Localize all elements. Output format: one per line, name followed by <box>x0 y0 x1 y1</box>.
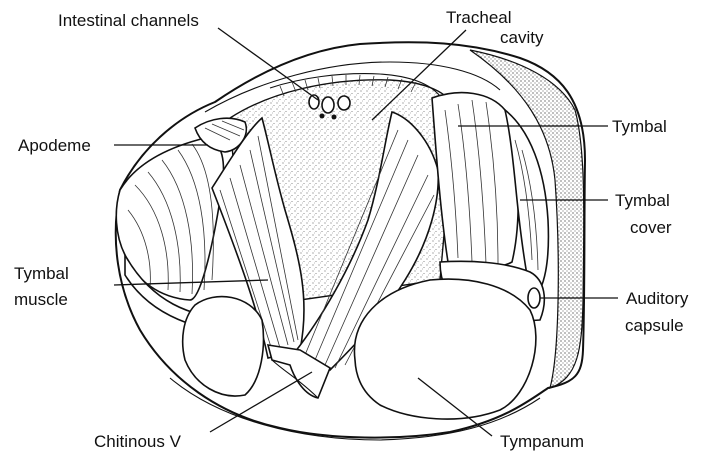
intestinal-dot-1 <box>320 114 325 119</box>
label-tymbal-cover-line1: Tymbal <box>615 191 670 210</box>
tympanum-right <box>354 279 535 419</box>
label-intestinal-channels: Intestinal channels <box>58 11 199 30</box>
intestinal-channel-2 <box>322 97 334 113</box>
label-auditory-capsule-line1: Auditory <box>626 289 689 308</box>
label-apodeme: Apodeme <box>18 136 91 155</box>
label-chitinous-v: Chitinous V <box>94 432 182 451</box>
intestinal-dot-2 <box>332 115 337 120</box>
auditory-capsule-opening <box>528 288 540 308</box>
label-auditory-capsule-line2: capsule <box>625 316 684 335</box>
label-tymbal-muscle-line1: Tymbal <box>14 264 69 283</box>
label-tracheal-cavity-line2: cavity <box>500 28 544 47</box>
label-tympanum: Tympanum <box>500 432 584 451</box>
label-tymbal-muscle-line2: muscle <box>14 290 68 309</box>
intestinal-channel-3 <box>338 96 350 110</box>
tymbal-plate <box>432 93 518 268</box>
label-tymbal: Tymbal <box>612 117 667 136</box>
label-tymbal-cover-line2: cover <box>630 218 672 237</box>
label-tracheal-cavity-line1: Tracheal <box>446 8 512 27</box>
